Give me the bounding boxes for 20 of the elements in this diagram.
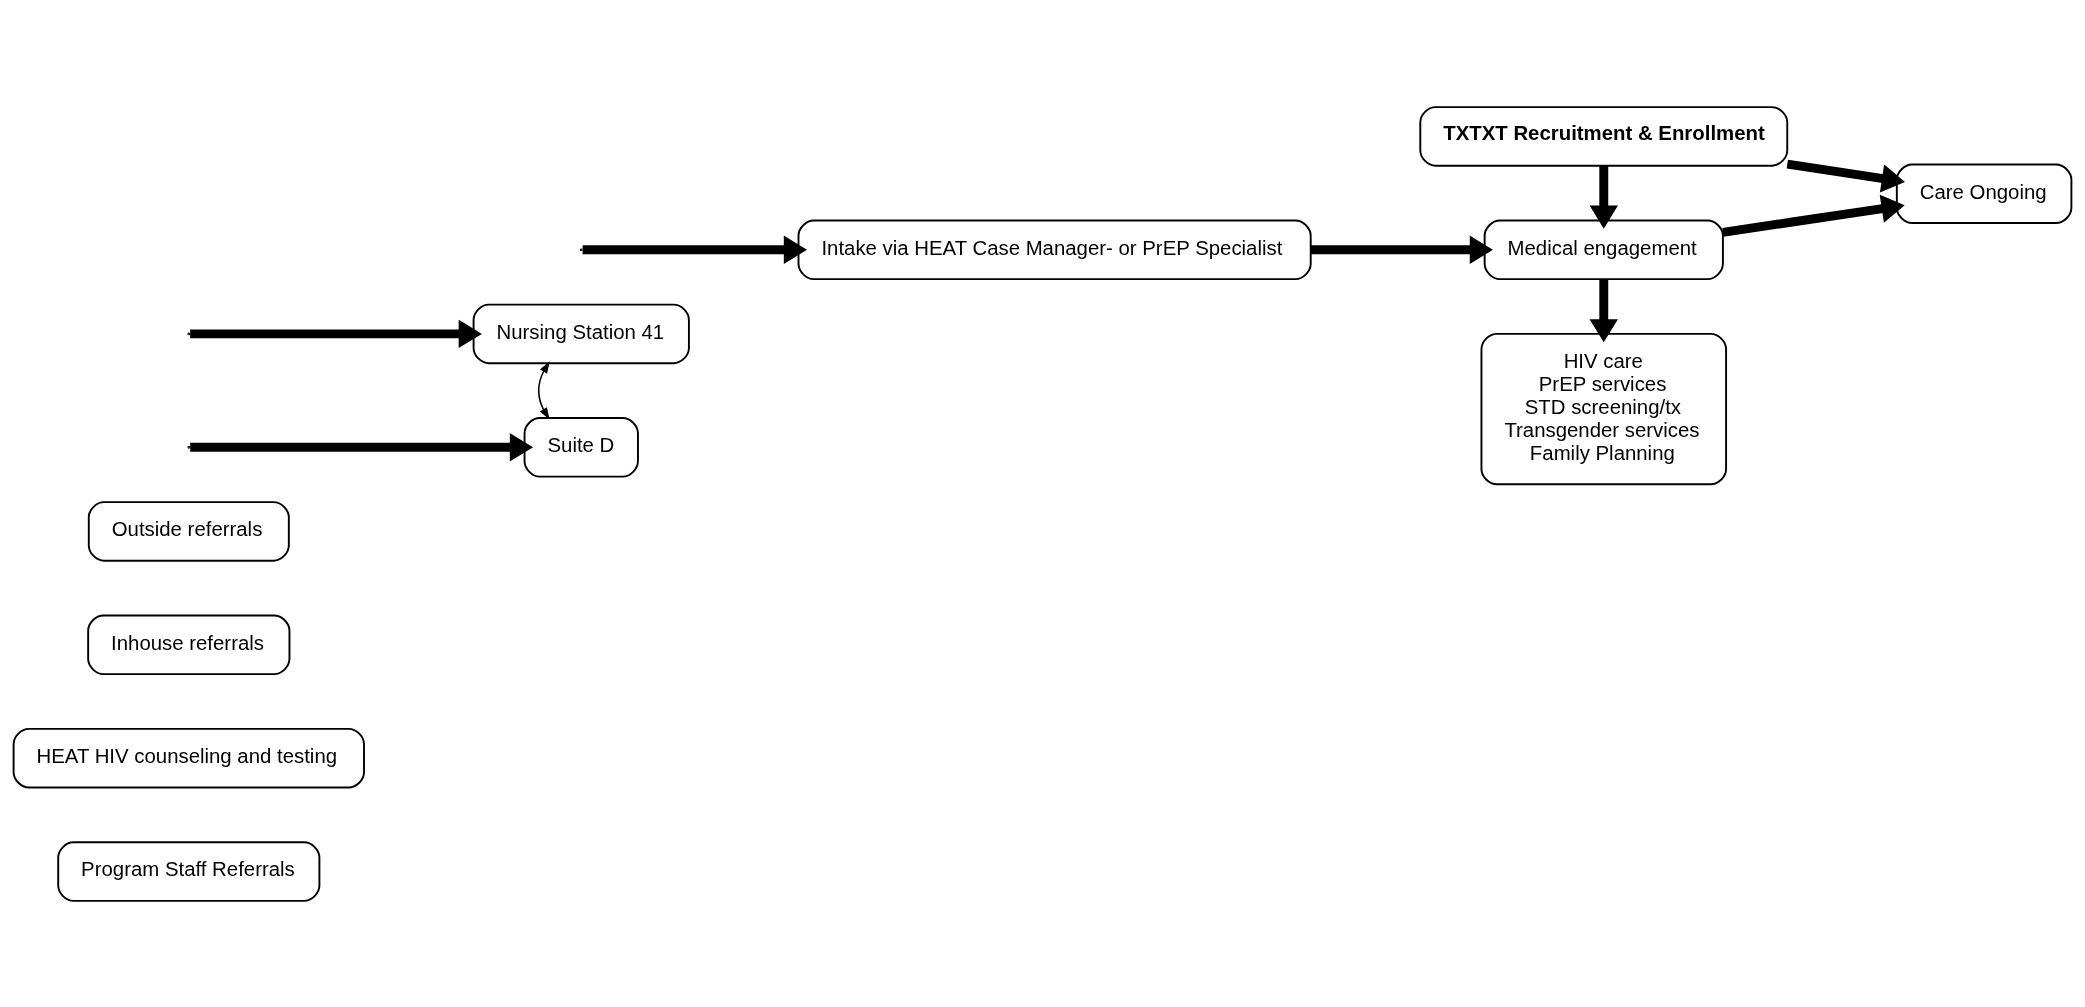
node-box: Suite D: [523, 416, 639, 478]
arrow: [1589, 278, 1618, 342]
node-box: Inhouse referrals: [87, 614, 291, 675]
arrow: [582, 235, 807, 264]
node-box: HIV care PrEP services STD screening/tx Transgender services Family Planning: [1480, 332, 1728, 485]
node-box: Medical engagement: [1483, 219, 1724, 280]
node-box: Program Staff Referrals: [57, 840, 321, 902]
arrow: [190, 319, 482, 348]
arrow: [1722, 194, 1905, 237]
arrow: [1589, 165, 1618, 229]
arrow: [537, 360, 550, 420]
arrow: [1310, 235, 1493, 264]
node-box: Care Ongoing: [1895, 162, 2073, 224]
node-box: Outside referrals: [87, 500, 290, 562]
arrow: [190, 432, 534, 461]
node-box: Nursing Station 41: [472, 303, 690, 364]
node-box: TXTXT Recruitment & Enrollment: [1419, 105, 1789, 167]
node-box: Intake via HEAT Case Manager- or PrEP Specialist: [797, 219, 1312, 280]
node-box: HEAT HIV counseling and testing: [12, 727, 365, 788]
arrow: [1786, 159, 1905, 192]
